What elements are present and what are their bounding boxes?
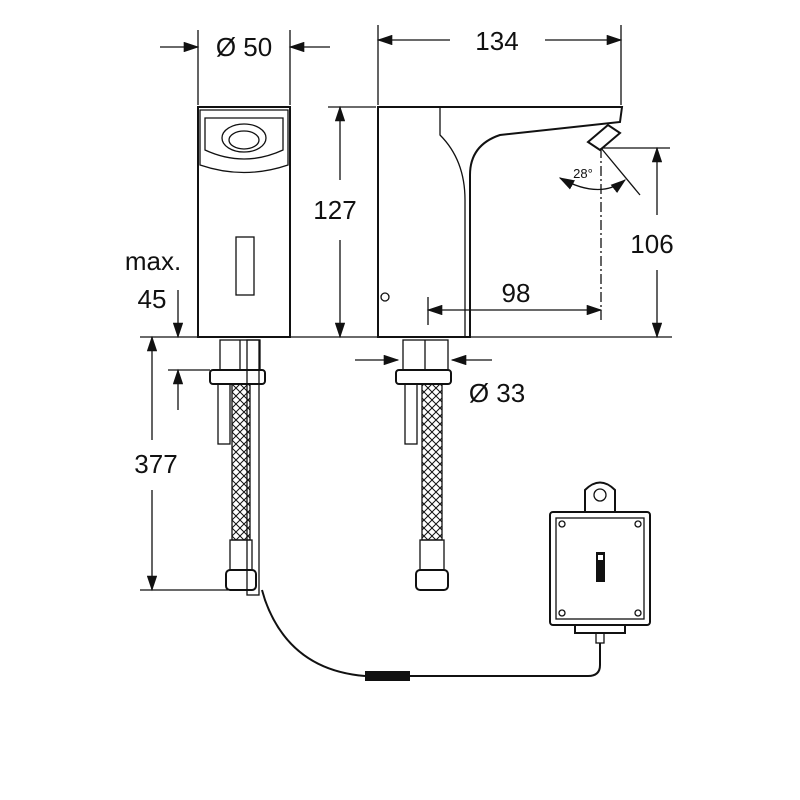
dim-max-label: max.: [125, 246, 181, 276]
sensor-window: [235, 236, 255, 296]
indicator-symbol: [596, 552, 605, 582]
dim-max-thickness: 45: [138, 284, 167, 314]
front-view-faucet: [197, 106, 291, 338]
dim-connection-diameter: Ø 33: [469, 378, 525, 408]
dim-hose-length: 377: [134, 449, 177, 479]
front-view-connection: [209, 339, 266, 596]
dim-front-diameter: Ø 50: [216, 32, 272, 62]
right-braided-hose: [421, 383, 443, 541]
side-view-faucet: [377, 106, 624, 338]
mounting-tab: [584, 481, 616, 513]
front-cap-outline: [199, 109, 289, 174]
control-box: [549, 481, 651, 644]
dim-total-length: 134: [475, 26, 518, 56]
cable: [410, 643, 601, 677]
aerator: [586, 123, 622, 152]
dim-spray-angle: 28°: [573, 166, 593, 181]
dim-height: 127: [313, 195, 356, 225]
dim-spout-reach: 98: [502, 278, 531, 308]
cable-connector: [365, 671, 410, 681]
angle-arc: [558, 177, 627, 193]
side-view-connection: [395, 339, 452, 591]
dim-outlet-height: 106: [630, 229, 673, 259]
